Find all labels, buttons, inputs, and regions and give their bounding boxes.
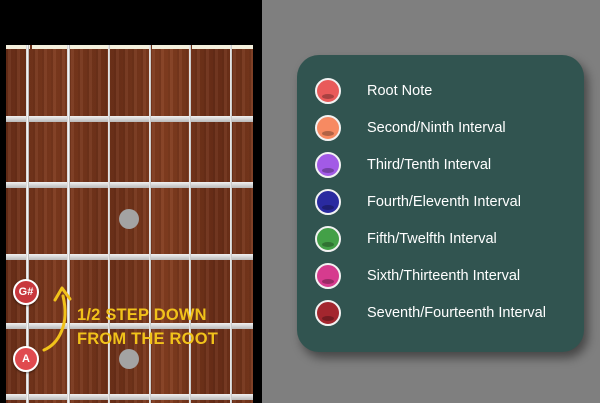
- guitar-string: [189, 45, 191, 403]
- legend-label: Fifth/Twelfth Interval: [367, 231, 497, 247]
- nut: [110, 45, 150, 49]
- legend-item: Third/Tenth Interval: [315, 148, 575, 182]
- note-marker-a-root[interactable]: A: [13, 346, 39, 372]
- note-marker-g-sharp[interactable]: G#: [13, 279, 39, 305]
- legend-color-swatch: [315, 152, 341, 178]
- guitar-string: [230, 45, 232, 403]
- legend-color-swatch: [315, 263, 341, 289]
- nut: [32, 45, 68, 49]
- legend-label: Third/Tenth Interval: [367, 157, 492, 173]
- fret: [6, 254, 253, 260]
- half-step-annotation: 1/2 STEP DOWN FROM THE ROOT: [77, 303, 218, 351]
- annotation-line-1: 1/2 STEP DOWN: [77, 306, 207, 324]
- legend-label: Fourth/Eleventh Interval: [367, 194, 521, 210]
- legend-item: Root Note: [315, 74, 575, 108]
- legend-color-swatch: [315, 300, 341, 326]
- nut: [232, 45, 253, 49]
- fret: [6, 182, 253, 188]
- guitar-string: [149, 45, 151, 403]
- legend-item: Fourth/Eleventh Interval: [315, 185, 575, 219]
- guitar-string: [26, 45, 29, 403]
- guitar-string: [67, 45, 70, 403]
- curved-arrow-icon: [42, 286, 72, 352]
- fret: [6, 116, 253, 122]
- legend-item: Fifth/Twelfth Interval: [315, 222, 575, 256]
- legend-color-swatch: [315, 78, 341, 104]
- fret-inlay-dot: [119, 209, 139, 229]
- legend-color-swatch: [315, 189, 341, 215]
- legend-color-swatch: [315, 115, 341, 141]
- annotation-line-2: FROM THE ROOT: [77, 330, 219, 348]
- guitar-string: [108, 45, 110, 403]
- nut: [192, 45, 230, 49]
- fret: [6, 394, 253, 400]
- nut: [152, 45, 190, 49]
- legend-item: Sixth/Thirteenth Interval: [315, 259, 575, 293]
- nut: [70, 45, 108, 49]
- legend-label: Sixth/Thirteenth Interval: [367, 268, 521, 284]
- fret-inlay-dot: [119, 349, 139, 369]
- legend-item: Second/Ninth Interval: [315, 111, 575, 145]
- legend-item: Seventh/Fourteenth Interval: [315, 296, 575, 330]
- nut: [6, 45, 30, 49]
- fret: [6, 323, 253, 329]
- legend-label: Seventh/Fourteenth Interval: [367, 305, 546, 321]
- legend-label: Second/Ninth Interval: [367, 120, 506, 136]
- legend-color-swatch: [315, 226, 341, 252]
- legend-label: Root Note: [367, 83, 433, 99]
